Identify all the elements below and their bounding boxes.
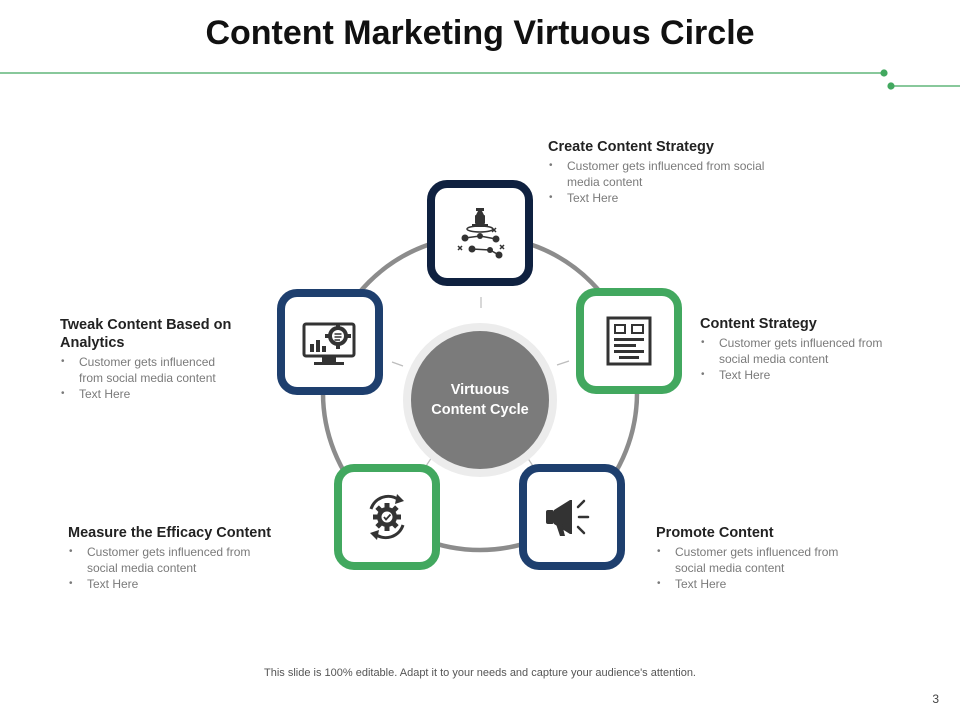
megaphone-icon [546, 499, 590, 536]
step-measure-efficacy: Measure the Efficacy Content Customer ge… [68, 524, 308, 592]
step-content-strategy: Content Strategy Customer gets influence… [700, 315, 915, 383]
step-title: Create Content Strategy [548, 139, 714, 155]
step-bullet: Text Here [60, 386, 238, 402]
step-bullet: Customer gets influenced from social med… [548, 158, 768, 190]
tile-promote-content [519, 464, 625, 570]
step-title: Promote Content [656, 525, 774, 541]
chess-strategy-icon [457, 208, 505, 259]
step-bullet: Text Here [68, 576, 273, 592]
tile-tweak-content [277, 289, 383, 395]
step-title: Content Strategy [700, 316, 817, 332]
center-label-line1: Virtuous [450, 382, 510, 398]
step-title: Measure the Efficacy Content [68, 525, 272, 541]
monitor-analytics-icon [302, 322, 356, 365]
slide-title: Content Marketing Virtuous Circle [205, 14, 755, 52]
step-bullet: Text Here [548, 190, 768, 206]
step-bullet: Customer gets influenced from social med… [656, 544, 871, 576]
tile-measure-efficacy [334, 464, 440, 570]
step-bullet: Customer gets influenced from social med… [60, 354, 238, 386]
page-number: 3 [932, 692, 939, 706]
step-bullet: Text Here [700, 367, 915, 383]
step-title: Tweak Content Based on Analytics [60, 317, 232, 351]
center-label-line2: Content Cycle [431, 402, 529, 418]
step-bullet: Text Here [656, 576, 871, 592]
step-create-content-strategy: Create Content Strategy Customer gets in… [548, 138, 768, 206]
step-promote-content: Promote Content Customer gets influenced… [656, 524, 871, 592]
tile-content-strategy [576, 288, 682, 394]
gear-cycle-icon [369, 494, 405, 540]
step-bullet: Customer gets influenced from social med… [68, 544, 273, 576]
document-layout-icon [606, 316, 652, 366]
center-hub: Virtuous Content Cycle [403, 323, 557, 477]
step-bullet: Customer gets influenced from social med… [700, 335, 915, 367]
footer-note: This slide is 100% editable. Adapt it to… [264, 667, 696, 679]
step-tweak-content: Tweak Content Based on Analytics Custome… [60, 316, 238, 402]
tile-create-content-strategy [427, 180, 533, 286]
